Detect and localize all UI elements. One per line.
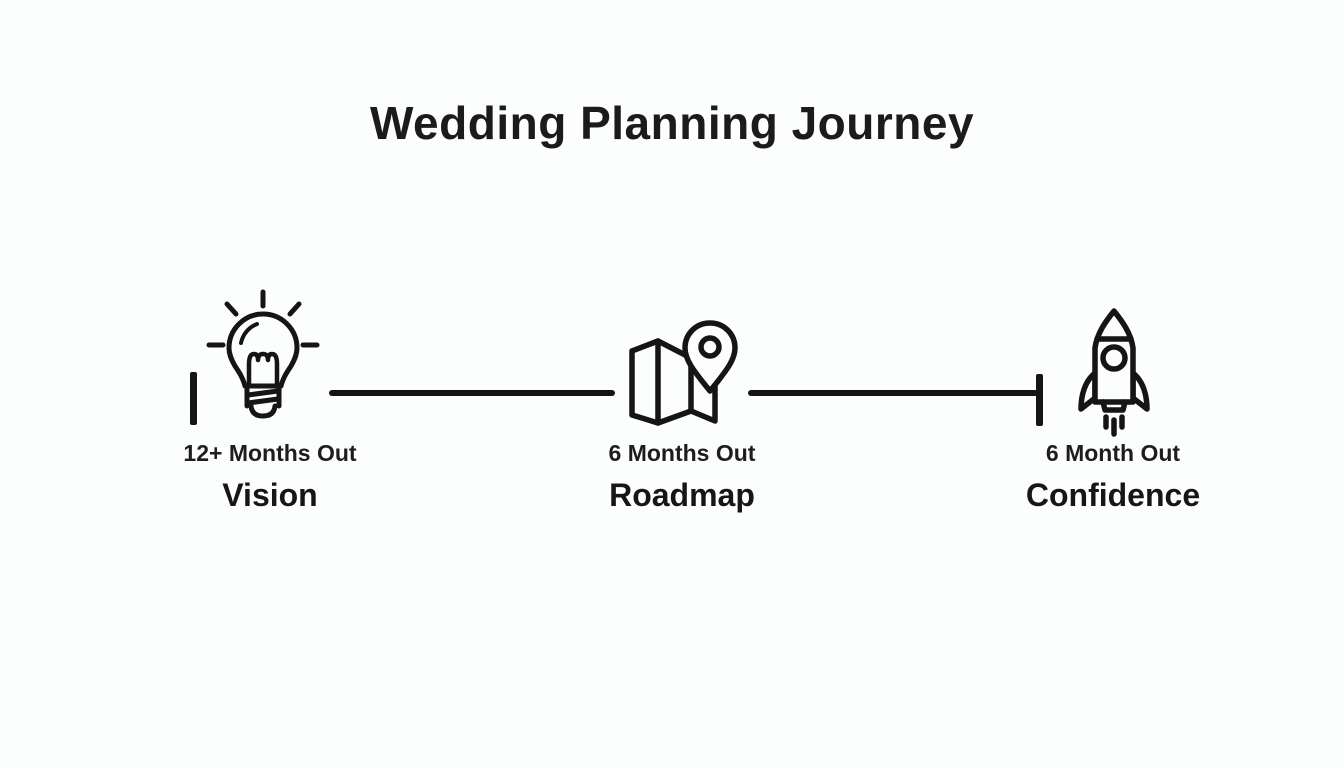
- timeline-segment-2: [748, 390, 1038, 396]
- milestone-label: Confidence: [1025, 477, 1201, 513]
- timeline-start-tick: [190, 372, 197, 425]
- timeline-segment-1: [329, 390, 615, 396]
- milestone-timeframe: 12+ Months Out: [183, 440, 357, 466]
- map-icon: [625, 318, 740, 430]
- milestone-label: Roadmap: [609, 477, 755, 513]
- rocket-icon: [1073, 303, 1153, 438]
- milestone-timeframe: 6 Month Out: [1045, 440, 1181, 466]
- milestone-vision: 12+ Months Out Vision: [118, 438, 422, 513]
- timeline-end-tick: [1036, 374, 1043, 426]
- milestone-confidence: 6 Month Out Confidence: [961, 438, 1265, 513]
- page-title: Wedding Planning Journey: [369, 97, 975, 149]
- milestone-roadmap: 6 Months Out Roadmap: [530, 438, 834, 513]
- milestone-label: Vision: [222, 477, 318, 513]
- milestone-timeframe: 6 Months Out: [608, 440, 756, 466]
- lightbulb-icon: [203, 288, 323, 438]
